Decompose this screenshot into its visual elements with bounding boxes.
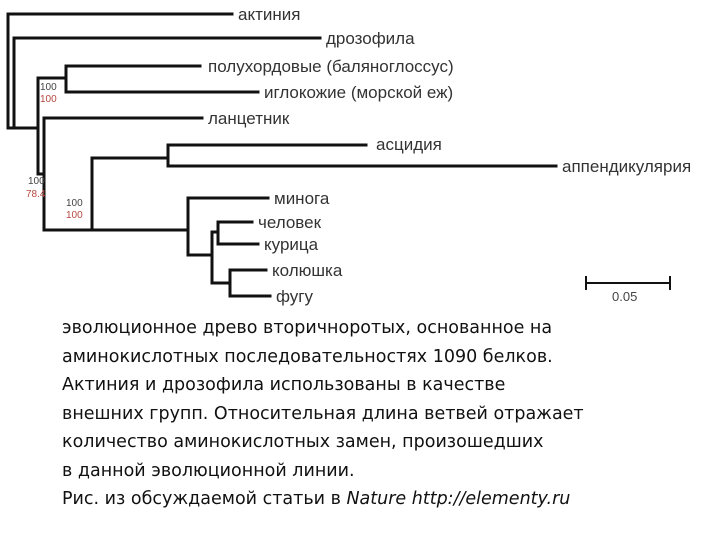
support-values: 100 100 100 78.4 100 100 — [26, 82, 83, 221]
leaf-label-lantsetnik: ланцетник — [208, 109, 290, 128]
support-vertebrata-black: 100 — [66, 198, 83, 209]
leaf-label-aktiniya: актиния — [238, 5, 300, 24]
support-chordata-black: 100 — [28, 176, 45, 187]
leaf-label-minoga: минога — [274, 189, 330, 208]
caption-source-prefix: Рис. из обсуждаемой статьи в — [62, 489, 347, 509]
caption-line-7: Рис. из обсуждаемой статьи в Nature http… — [62, 485, 702, 514]
caption-source-url: http://elementy.ru — [406, 489, 571, 509]
tree-branches — [6, 12, 558, 298]
scale-bar: 0.05 — [585, 276, 671, 304]
leaf-label-kolyushka: колюшка — [272, 261, 343, 280]
leaf-label-drozofila: дрозофила — [326, 29, 415, 48]
leaf-label-appendikulyariya: аппендикулярия — [562, 157, 691, 176]
scale-bar-label: 0.05 — [612, 289, 637, 304]
leaf-label-chelovek: человек — [258, 213, 322, 232]
leaf-label-fugu: фугу — [276, 287, 313, 306]
leaf-label-iglokozhie: иглокожие (морской еж) — [264, 83, 453, 102]
support-ambulacraria-red: 100 — [40, 94, 57, 105]
leaf-label-astsidiya: асцидия — [376, 135, 442, 154]
caption-line-3: Актиния и дрозофила использованы в качес… — [62, 375, 506, 395]
support-vertebrata-red: 100 — [66, 210, 83, 221]
phylogenetic-tree: актиния дрозофила полухордовые (баляногл… — [6, 5, 691, 306]
caption-line-1: эволюционное древо вторичноротых, основа… — [62, 318, 553, 338]
caption-line-4: внешних групп. Относительная длина ветве… — [62, 403, 584, 424]
leaf-labels: актиния дрозофила полухордовые (баляногл… — [208, 5, 691, 306]
leaf-label-polukhordovye: полухордовые (баляноглоссус) — [208, 57, 454, 76]
figure-caption: эволюционное древо вторичноротых, основа… — [62, 314, 702, 514]
caption-line-5: количество аминокислотных замен, произош… — [62, 432, 544, 452]
leaf-label-kuritsa: курица — [264, 235, 319, 254]
caption-line-2: аминокислотных последовательностях 1090 … — [62, 346, 553, 367]
support-ambulacraria-black: 100 — [40, 82, 57, 93]
caption-line-6: в данной эволюционной линии. — [62, 460, 355, 481]
support-chordata-red: 78.4 — [26, 189, 46, 200]
caption-journal-name: Nature — [346, 489, 407, 509]
